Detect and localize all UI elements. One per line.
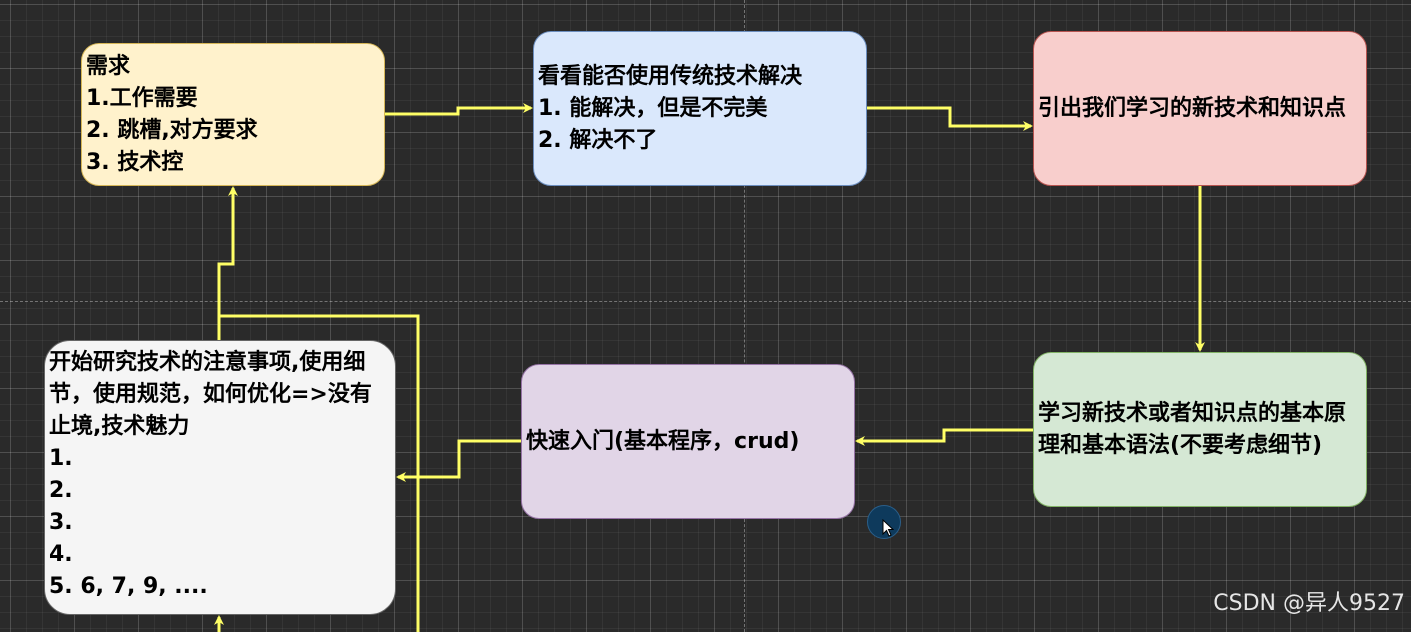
node-introduce-new-tech[interactable]: 引出我们学习的新技术和知识点: [1033, 31, 1367, 186]
study-item-3: 3.: [49, 510, 73, 535]
demand-item-3: 3. 技术控: [86, 149, 184, 175]
demand-item-1: 1.工作需要: [86, 85, 198, 111]
connector-traditional-to-introduce[interactable]: [867, 106, 1033, 131]
node-learn-basics[interactable]: 学习新技术或者知识点的基本原理和基本语法(不要考虑细节): [1033, 352, 1367, 507]
node-study-details[interactable]: 开始研究技术的注意事项,使用细节，使用规范，如何优化=>没有止境,技术魅力 1.…: [44, 340, 396, 615]
traditional-title: 看看能否使用传统技术解决: [538, 63, 803, 89]
study-item-2: 2.: [49, 478, 73, 503]
connector-loop-back[interactable]: [219, 314, 420, 632]
horizontal-guide-line: [0, 301, 1411, 302]
traditional-item-1: 1. 能解决，但是不完美: [538, 95, 768, 121]
study-details-text: 开始研究技术的注意事项,使用细节，使用规范，如何优化=>没有止境,技术魅力: [49, 350, 372, 439]
quick-start-text: 快速入门(基本程序，crud): [526, 428, 800, 454]
mouse-pointer-icon: [882, 519, 894, 537]
vertical-guide-line: [744, 0, 745, 632]
connector-learn-to-quick[interactable]: [855, 428, 1033, 446]
learn-basics-text: 学习新技术或者知识点的基本原理和基本语法(不要考虑细节): [1038, 400, 1347, 458]
node-traditional-tech[interactable]: 看看能否使用传统技术解决 1. 能解决，但是不完美 2. 解决不了: [533, 31, 867, 186]
connector-quick-to-study[interactable]: [396, 439, 521, 482]
demand-item-2: 2. 跳槽,对方要求: [86, 117, 258, 143]
connector-study-to-demand[interactable]: [217, 186, 238, 340]
introduce-text: 引出我们学习的新技术和知识点: [1038, 95, 1347, 121]
node-demand[interactable]: 需求 1.工作需要 2. 跳槽,对方要求 3. 技术控: [81, 43, 385, 186]
node-quick-start[interactable]: 快速入门(基本程序，crud): [521, 364, 855, 519]
study-item-5: 5. 6, 7, 9, ....: [49, 574, 208, 599]
study-item-4: 4.: [49, 542, 73, 567]
watermark: CSDN @异人9527: [1213, 591, 1405, 616]
study-item-1: 1.: [49, 446, 73, 471]
demand-title: 需求: [86, 53, 131, 79]
connector-demand-to-traditional[interactable]: [385, 103, 533, 116]
traditional-item-2: 2. 解决不了: [538, 127, 658, 153]
